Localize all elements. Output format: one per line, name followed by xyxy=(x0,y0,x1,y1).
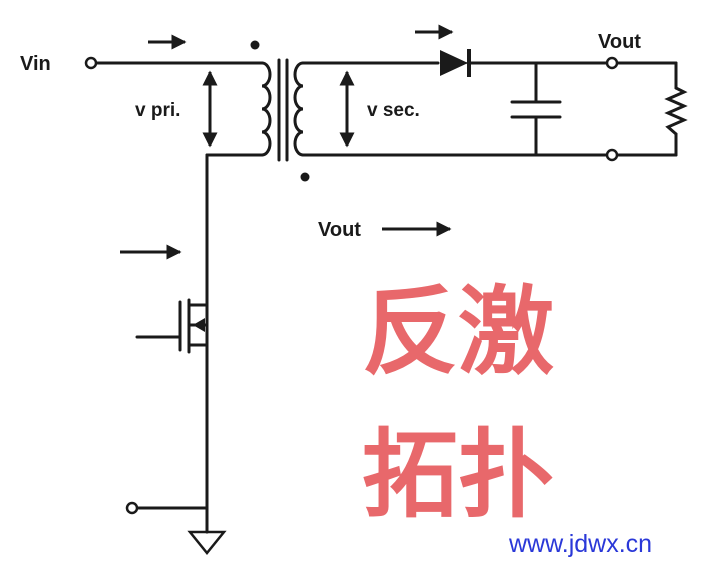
site-watermark: www.jdwx.cn xyxy=(508,530,652,558)
primary-polarity-dot xyxy=(250,40,260,50)
terminals xyxy=(84,56,619,515)
load-resistor xyxy=(664,86,688,136)
ground-symbol xyxy=(187,530,227,555)
primary-winding xyxy=(260,61,272,157)
vin-terminal xyxy=(84,56,98,70)
vin-label: Vin xyxy=(20,53,51,75)
v-pri-label: v pri. xyxy=(135,100,180,121)
mosfet-arrow xyxy=(193,318,205,332)
vout-terminal-top xyxy=(605,56,619,70)
secondary-polarity-dot xyxy=(300,172,310,182)
current-arrows xyxy=(120,24,454,260)
vout-top-label: Vout xyxy=(598,31,641,53)
secondary-winding xyxy=(293,61,305,157)
vout-terminal-bottom xyxy=(605,148,619,162)
vout-mid-label: Vout xyxy=(318,219,361,241)
v-sec-label: v sec. xyxy=(367,100,420,121)
title-line-2: 拓扑 xyxy=(362,419,554,531)
wires xyxy=(94,58,688,534)
lower-terminal xyxy=(125,501,139,515)
title-line-1: 反激 xyxy=(362,276,554,388)
output-diode xyxy=(440,49,471,77)
